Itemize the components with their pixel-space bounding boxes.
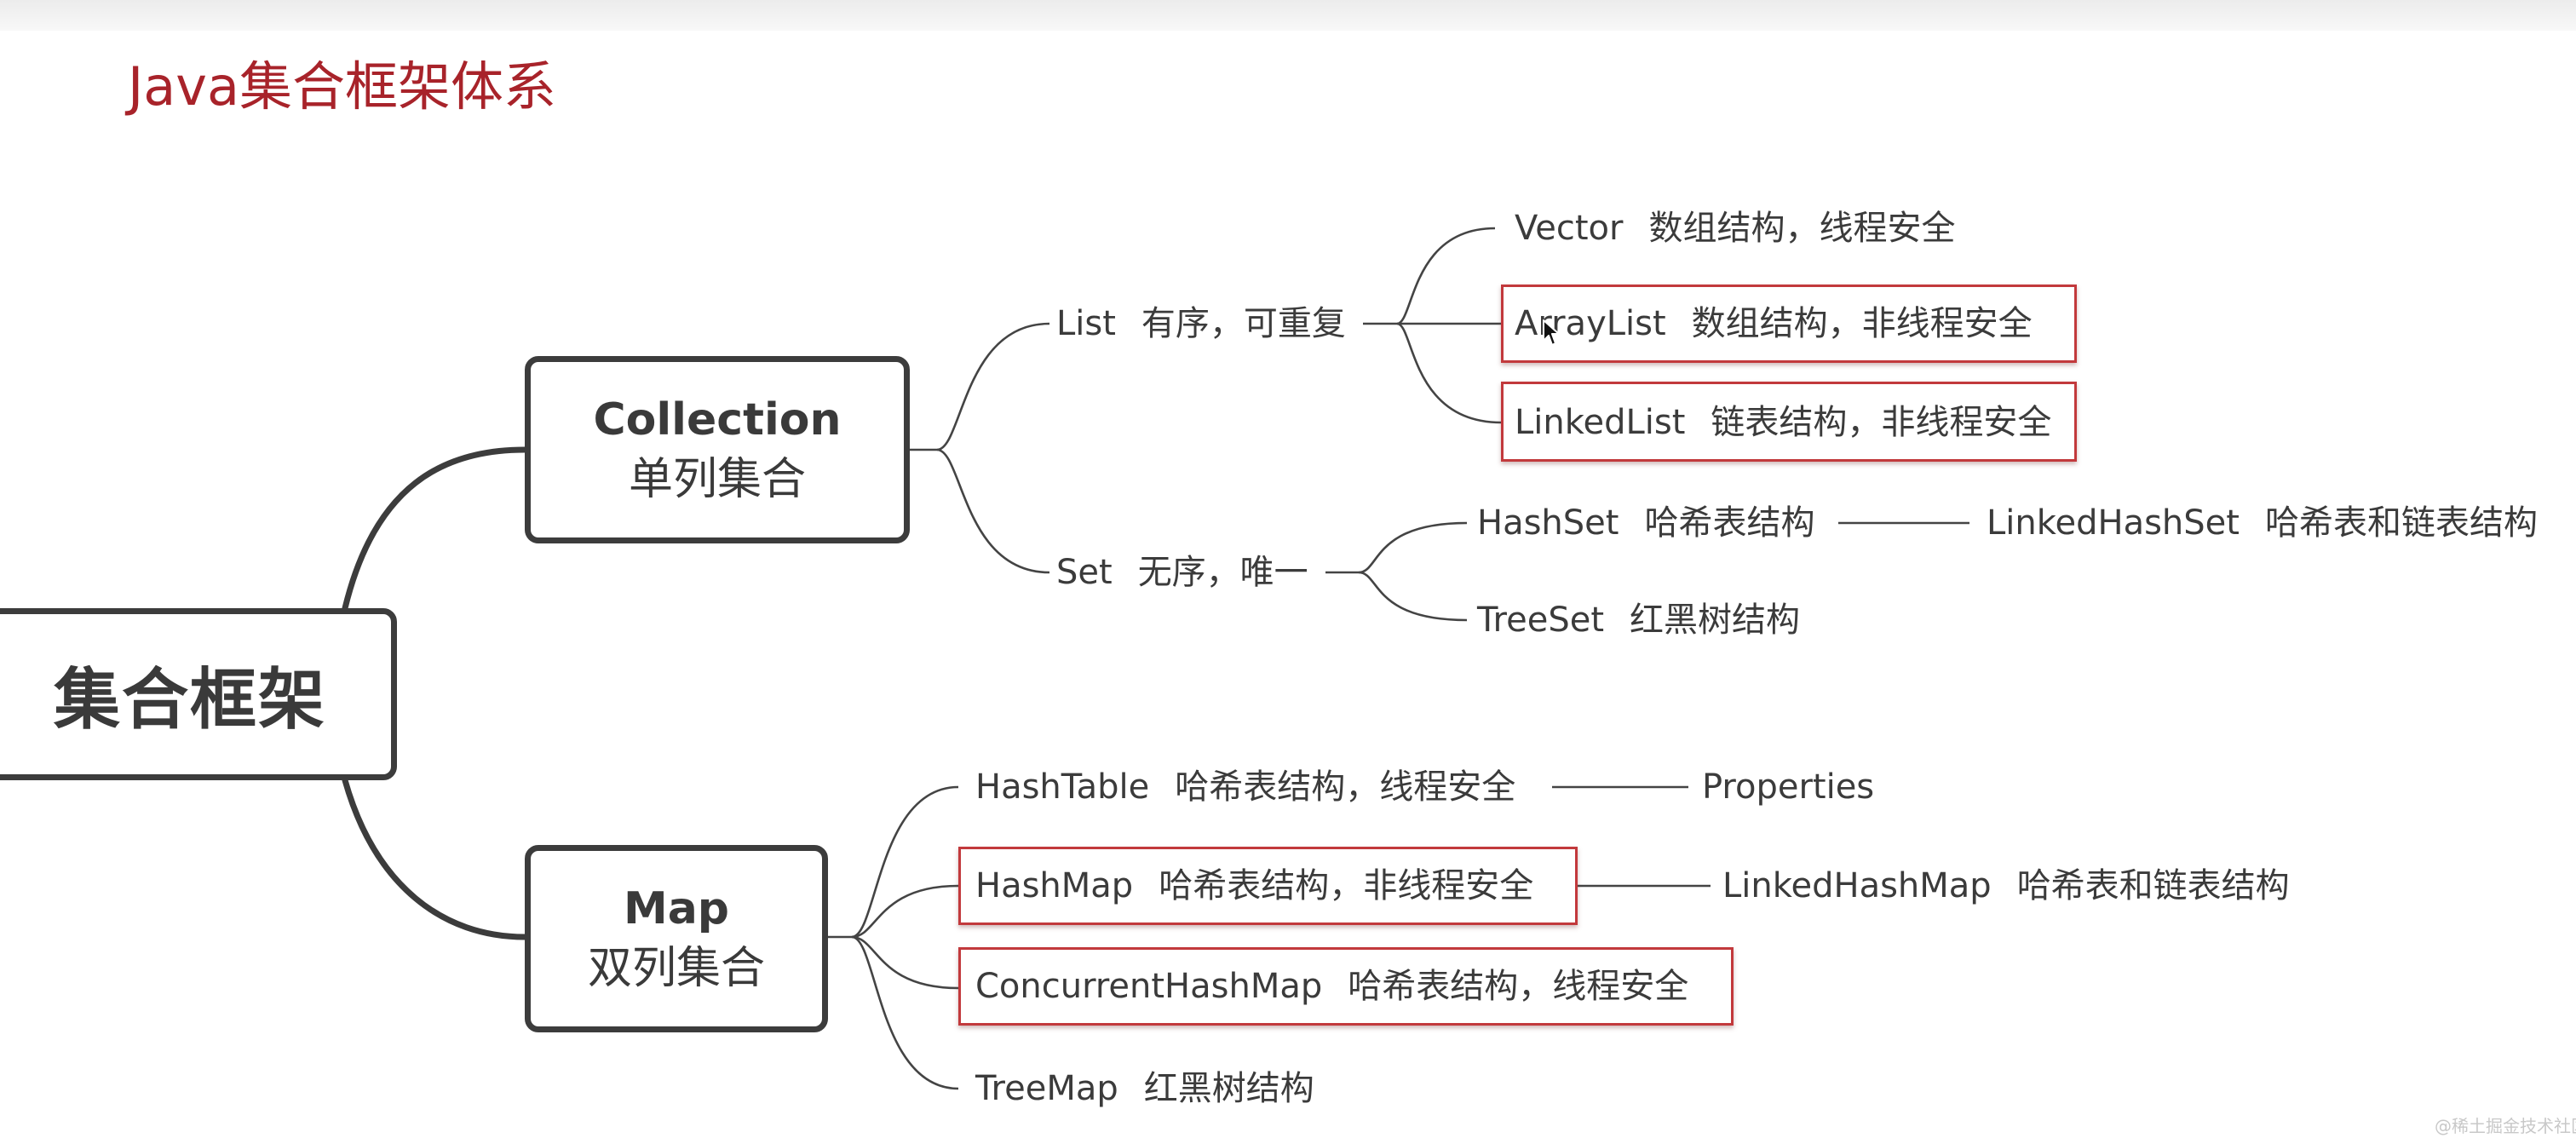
set-desc: 无序，唯一 — [1137, 553, 1308, 592]
root-node: 集合框架 — [0, 608, 397, 780]
treemap-name: TreeMap — [975, 1069, 1118, 1108]
edge-list-linkedlist — [1396, 322, 1502, 424]
linkedhashset-node: LinkedHashSet 哈希表和链表结构 — [1987, 499, 2538, 547]
hashtable-node: HashTable 哈希表结构，线程安全 — [975, 763, 1515, 811]
treemap-desc: 红黑树结构 — [1143, 1069, 1314, 1108]
treeset-desc: 红黑树结构 — [1630, 601, 1801, 640]
linkedlist-desc: 链表结构，非线程安全 — [1711, 403, 2052, 442]
set-node: Set 无序，唯一 — [1056, 549, 1308, 596]
page-title: Java集合框架体系 — [128, 55, 556, 118]
edge-list-vector — [1396, 227, 1496, 325]
edge-collection-list — [910, 322, 1050, 451]
hashtable-desc: 哈希表结构，线程安全 — [1175, 767, 1516, 807]
properties-name: Properties — [1702, 767, 1875, 807]
edge-map-hashmap — [851, 884, 959, 939]
concurrenthashmap-desc: 哈希表结构，线程安全 — [1348, 967, 1689, 1006]
concurrenthashmap-node: ConcurrentHashMap 哈希表结构，线程安全 — [975, 963, 1688, 1010]
mouse-pointer-icon — [1543, 319, 1560, 346]
vector-desc: 数组结构，线程安全 — [1648, 209, 1956, 248]
edge-map-hashtable — [851, 785, 959, 939]
highlight-linkedlist — [1501, 382, 2077, 462]
treemap-node: TreeMap 红黑树结构 — [975, 1065, 1314, 1112]
collection-title: Collection — [593, 394, 842, 445]
linkedhashmap-desc: 哈希表和链表结构 — [2016, 866, 2290, 905]
vector-name: Vector — [1515, 209, 1624, 248]
hashmap-name: HashMap — [975, 866, 1134, 905]
hashset-node: HashSet 哈希表结构 — [1477, 499, 1814, 547]
linkedhashmap-node: LinkedHashMap 哈希表和链表结构 — [1722, 862, 2290, 910]
watermark: @稀土掘金技术社区 — [2435, 1116, 2576, 1136]
hashmap-desc: 哈希表结构，非线程安全 — [1159, 866, 1534, 905]
collection-subtitle: 单列集合 — [628, 454, 806, 505]
map-node: Map 双列集合 — [525, 845, 828, 1032]
hashset-name: HashSet — [1477, 503, 1619, 543]
list-desc: 有序，可重复 — [1141, 304, 1346, 343]
highlight-arraylist — [1501, 284, 2077, 363]
hashset-desc: 哈希表结构 — [1644, 503, 1815, 543]
map-title: Map — [623, 883, 730, 934]
edge-set-hashset — [1358, 521, 1468, 574]
highlight-hashmap — [958, 847, 1578, 925]
root-label: 集合框架 — [53, 662, 326, 739]
highlight-concurrenthashmap — [958, 947, 1734, 1026]
treeset-name: TreeSet — [1477, 601, 1605, 640]
arraylist-name: ArrayList — [1515, 304, 1666, 343]
edge-map-treemap — [851, 935, 959, 1090]
vector-node: Vector 数组结构，线程安全 — [1515, 204, 1955, 252]
arraylist-node: ArrayList 数组结构，非线程安全 — [1515, 300, 2033, 348]
edge-collection-set — [936, 448, 1050, 574]
edge-map-concurrenthashmap — [851, 935, 959, 990]
linkedhashmap-name: LinkedHashMap — [1722, 866, 1992, 905]
edge-root-map — [342, 777, 528, 940]
linkedhashset-desc: 哈希表和链表结构 — [2264, 503, 2538, 543]
hashmap-node: HashMap 哈希表结构，非线程安全 — [975, 862, 1533, 910]
concurrenthashmap-name: ConcurrentHashMap — [975, 967, 1323, 1006]
linkedlist-node: LinkedList 链表结构，非线程安全 — [1515, 399, 2051, 446]
window-top-strip — [0, 0, 2576, 31]
hashtable-name: HashTable — [975, 767, 1150, 807]
list-node: List 有序，可重复 — [1056, 300, 1346, 348]
set-name: Set — [1056, 553, 1113, 592]
linkedlist-name: LinkedList — [1515, 403, 1686, 442]
treeset-node: TreeSet 红黑树结构 — [1477, 596, 1800, 644]
map-subtitle: 双列集合 — [587, 943, 765, 994]
edge-set-treeset — [1358, 571, 1468, 622]
properties-node: Properties — [1702, 763, 1874, 811]
edge-root-collection — [342, 446, 528, 612]
collection-node: Collection 单列集合 — [525, 356, 910, 543]
list-name: List — [1056, 304, 1116, 343]
linkedhashset-name: LinkedHashSet — [1987, 503, 2240, 543]
arraylist-desc: 数组结构，非线程安全 — [1691, 304, 2033, 343]
